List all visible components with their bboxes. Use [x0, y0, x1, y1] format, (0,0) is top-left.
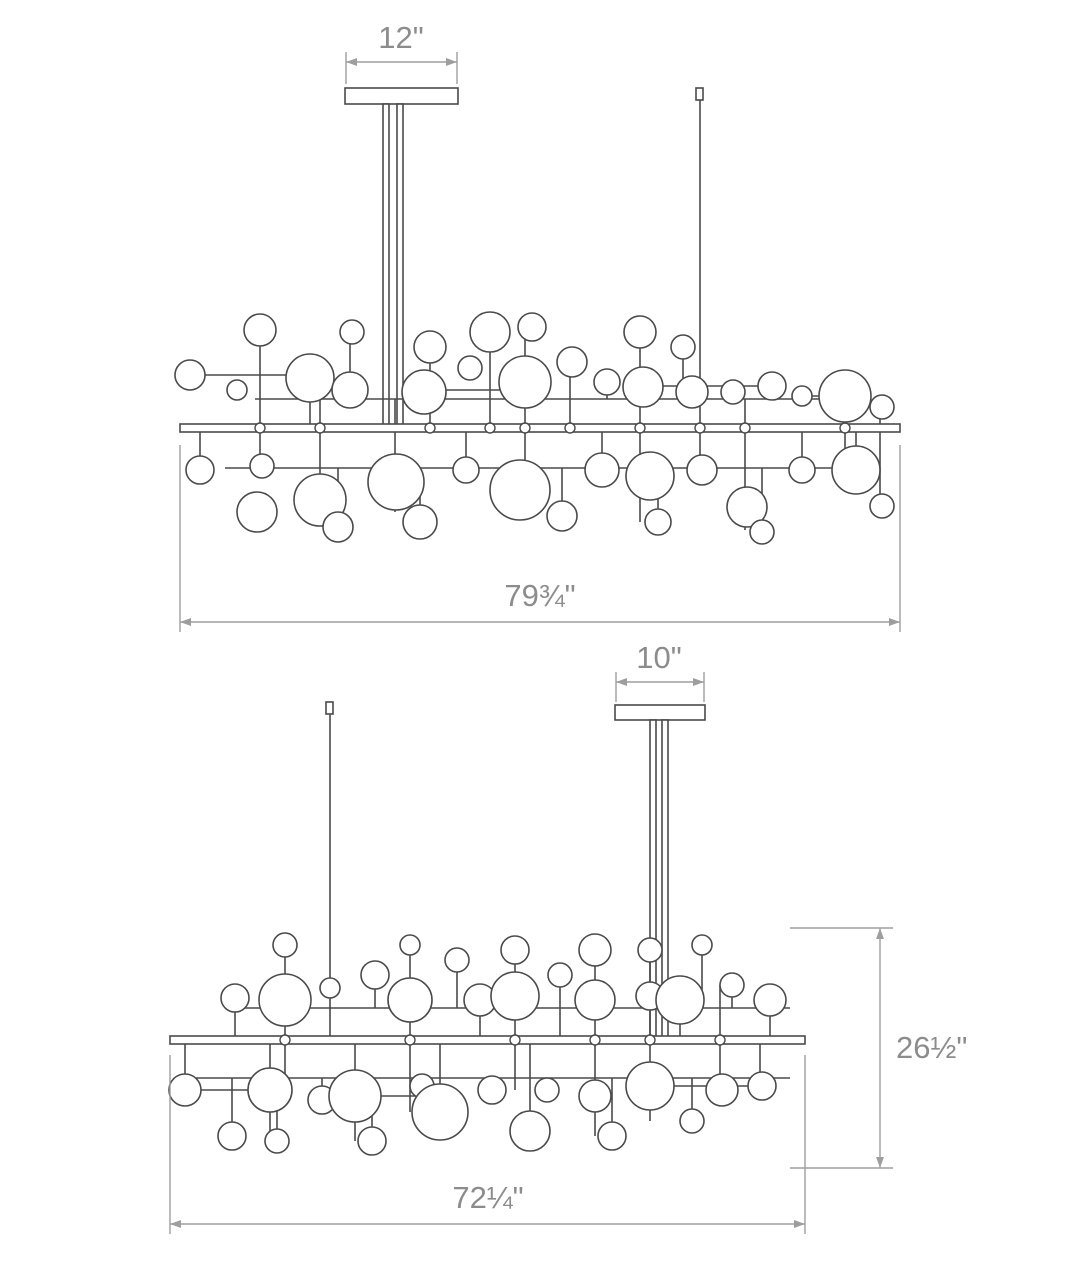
bottom-rail-hubs [279, 1034, 726, 1046]
bottom-overall-width-label: 72¼" [452, 1180, 523, 1215]
bottom-main-rail [169, 1035, 806, 1045]
top-canopy-plate [344, 87, 459, 105]
top-rail-hubs [254, 422, 851, 434]
top-width-dimension: 79¾" [179, 445, 901, 632]
bottom-canopy-width-label: 10" [636, 640, 682, 675]
bottom-canopy-plate [614, 704, 706, 721]
top-main-rail [179, 423, 901, 433]
bottom-bubbles [168, 932, 787, 1156]
top-stem-rods [382, 103, 404, 427]
top-bubbles [174, 311, 895, 545]
bottom-view: 10" [168, 640, 967, 1234]
top-canopy-width-label: 12" [378, 20, 424, 55]
bottom-height-label: 26½" [896, 1030, 967, 1065]
bottom-height-dimension: 26½" [790, 927, 967, 1169]
top-view: 12" [174, 20, 901, 632]
bottom-width-dimension: 72¼" [169, 1055, 806, 1234]
top-suspension-cable [695, 87, 704, 399]
top-overall-width-label: 79¾" [504, 578, 575, 613]
top-canopy-dimension: 12" [345, 20, 458, 84]
bottom-suspension-cable [325, 701, 334, 988]
bottom-canopy-dimension: 10" [615, 640, 705, 702]
